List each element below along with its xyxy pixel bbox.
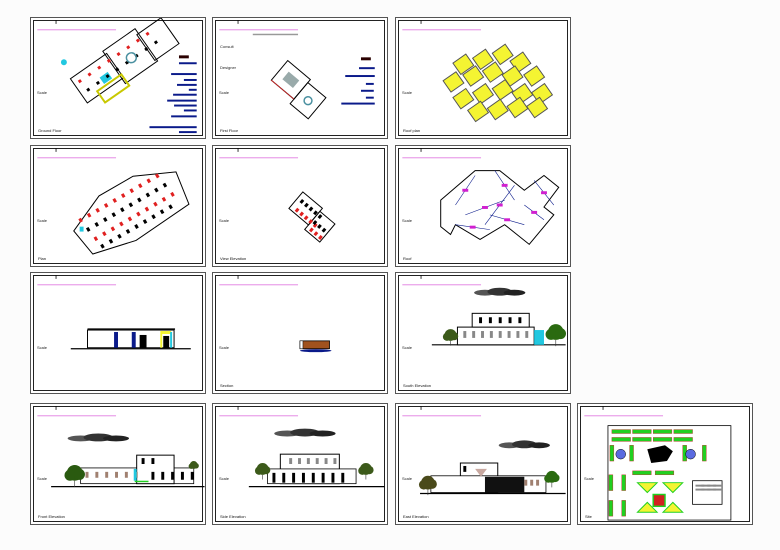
scale-label: Scale bbox=[402, 90, 413, 95]
sheet-frame bbox=[215, 275, 385, 391]
sheet-title: Front Elevation bbox=[38, 514, 65, 519]
sheet-drawing bbox=[402, 19, 554, 123]
elevation-drawing bbox=[51, 433, 205, 488]
scale-label: Scale bbox=[37, 218, 48, 223]
cloud-icon bbox=[67, 433, 130, 442]
sheet-title: Site bbox=[585, 514, 592, 519]
tree-icon bbox=[254, 463, 271, 480]
sheet-slope-plan: Scale Roof bbox=[395, 145, 571, 267]
tree-icon bbox=[358, 463, 374, 480]
floor-plan bbox=[270, 59, 327, 120]
sheet-title: Roof bbox=[403, 256, 412, 261]
sheet-frame bbox=[33, 20, 203, 136]
sheet-site-plan: Scale Site bbox=[577, 403, 753, 525]
floor-plan bbox=[69, 18, 180, 104]
cloud-icon bbox=[474, 287, 526, 296]
sheet-drawing bbox=[37, 405, 205, 488]
scale-label: Scale bbox=[584, 476, 595, 481]
sheet-elevation-east: Scale East Elevation bbox=[395, 403, 571, 525]
elevation-drawing bbox=[418, 440, 566, 496]
scale-label: Scale bbox=[402, 218, 413, 223]
sheet-title: Ground Floor bbox=[38, 128, 62, 133]
sheet-title: Plan bbox=[38, 256, 47, 261]
sheet-frame bbox=[215, 148, 385, 264]
sheet-drawing bbox=[37, 274, 191, 350]
sheet-frame bbox=[215, 406, 385, 522]
sheet-upper-plan: Scale View Elevation bbox=[212, 145, 388, 267]
note-label: Consult bbox=[220, 44, 234, 49]
sheet-frame bbox=[33, 406, 203, 522]
sheet-title: South Elevation bbox=[403, 383, 432, 388]
tree-icon bbox=[544, 470, 560, 488]
sheet-frame bbox=[33, 148, 203, 264]
legend-bars bbox=[341, 67, 375, 105]
upper-floor-plan bbox=[288, 191, 336, 243]
sheet-drawing bbox=[402, 274, 567, 347]
scale-label: Scale bbox=[37, 345, 48, 350]
tree-icon bbox=[188, 461, 199, 473]
sheet-detail: Scale Section bbox=[212, 272, 388, 394]
sheet-drawing bbox=[402, 405, 566, 496]
section-drawing bbox=[70, 328, 191, 350]
scale-label: Scale bbox=[219, 345, 230, 350]
sheet-frame bbox=[398, 406, 568, 522]
sheet-title: Roof plan bbox=[403, 128, 421, 133]
sheet-elevation-side: Scale Side Elevation bbox=[212, 403, 388, 525]
scale-label: Scale bbox=[219, 476, 230, 481]
sheet-drawing bbox=[37, 18, 197, 134]
roof-plan-drawing bbox=[442, 43, 554, 123]
scale-label: Scale bbox=[37, 90, 48, 95]
scale-label: Scale bbox=[219, 90, 230, 95]
sheet-ground-floor-plan: Scale Ground Floor bbox=[30, 17, 206, 139]
sheet-frame bbox=[33, 275, 203, 391]
site-plan-drawing bbox=[607, 425, 732, 521]
cloud-icon bbox=[498, 440, 550, 449]
sheet-drawing bbox=[37, 147, 190, 255]
sheet-roof-plan: Scale Roof plan bbox=[395, 17, 571, 139]
sheet-frame bbox=[215, 20, 385, 136]
sheet-elevation-south: Scale South Elevation bbox=[395, 272, 571, 394]
roof-slope-drawing bbox=[440, 170, 560, 246]
cloud-icon bbox=[274, 428, 336, 437]
scale-label: Scale bbox=[219, 218, 230, 223]
sheet-frame bbox=[398, 20, 568, 136]
sheet-title: East Elevation bbox=[403, 514, 429, 519]
tree-icon bbox=[442, 329, 459, 346]
note-label: Designer bbox=[220, 65, 237, 70]
sheet-title: First Floor bbox=[220, 128, 238, 133]
sheet-drawing bbox=[584, 405, 732, 521]
scale-label: Scale bbox=[402, 345, 413, 350]
tree-icon bbox=[64, 464, 85, 488]
sheet-drawing bbox=[219, 405, 385, 488]
elevation-drawing bbox=[431, 287, 567, 347]
sheet-drawing bbox=[219, 274, 332, 353]
tree-icon bbox=[545, 324, 567, 347]
sheet-frame bbox=[398, 275, 568, 391]
sheet-frame bbox=[398, 148, 568, 264]
scale-label: Scale bbox=[402, 476, 413, 481]
sheet-drawing bbox=[219, 147, 336, 243]
tree-icon bbox=[418, 475, 437, 496]
sheet-drawing bbox=[219, 19, 375, 120]
sheet-title: Section bbox=[220, 383, 234, 388]
sheet-furniture-plan: Scale Plan bbox=[30, 145, 206, 267]
sheet-section: Scale bbox=[30, 272, 206, 394]
sheet-title: Side Elevation bbox=[220, 514, 246, 519]
detail-drawing bbox=[299, 340, 332, 353]
sheet-elevation-front: Scale Front Elevation bbox=[30, 403, 206, 525]
sheet-title: View Elevation bbox=[220, 256, 247, 261]
sheet-frame bbox=[580, 406, 750, 522]
legend-bars bbox=[149, 62, 197, 134]
scale-label: Scale bbox=[37, 476, 48, 481]
sheet-drawing bbox=[402, 147, 560, 246]
furniture-plan-drawing bbox=[73, 171, 190, 255]
elevation-drawing bbox=[248, 428, 385, 488]
